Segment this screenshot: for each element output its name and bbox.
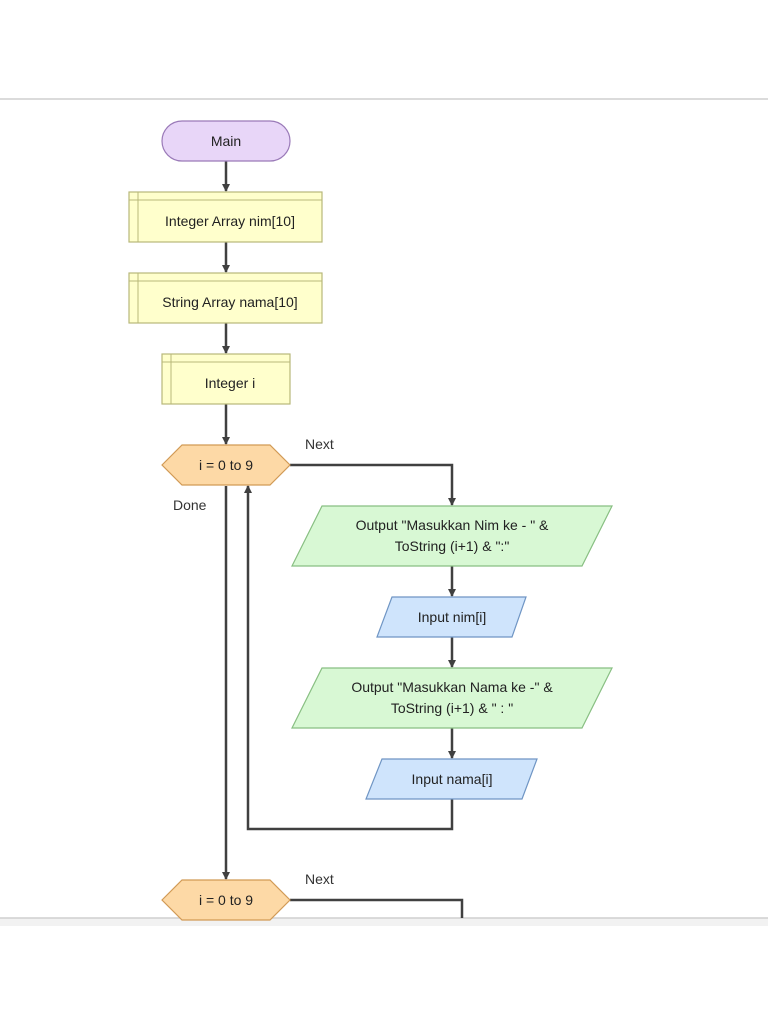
node-declare-nim[interactable]: Integer Array nim[10] (128, 191, 323, 243)
output-nama-shape (291, 667, 613, 729)
node-loop-2[interactable]: i = 0 to 9 (161, 879, 291, 921)
loop-1-label: i = 0 to 9 (199, 457, 253, 473)
loop-1-next-label: Next (305, 436, 334, 452)
output-nim-label-line1: Output "Masukkan Nim ke - " & (356, 517, 549, 533)
output-nim-shape (291, 505, 613, 567)
loop-1-shape (161, 444, 291, 486)
node-declare-i[interactable]: Integer i (161, 353, 291, 405)
connector-loop2-next (290, 898, 464, 918)
connectors (222, 161, 464, 918)
input-nama-shape (365, 758, 538, 800)
node-main[interactable]: Main (161, 120, 291, 162)
main-terminal-shape (161, 120, 291, 162)
loop-2-next-label: Next (305, 871, 334, 887)
loop-2-shape (161, 879, 291, 921)
status-bar (0, 918, 768, 926)
loop-2-label: i = 0 to 9 (199, 892, 253, 908)
node-output-nim[interactable]: Output "Masukkan Nim ke - " & ToString (… (291, 505, 613, 567)
node-output-nama[interactable]: Output "Masukkan Nama ke -" & ToString (… (291, 667, 613, 729)
declare-nama-label: String Array nama[10] (162, 294, 297, 310)
input-nim-shape (376, 596, 527, 638)
node-input-nim[interactable]: Input nim[i] (376, 596, 527, 638)
connector-loop1-next (290, 463, 456, 506)
input-nama-label: Input nama[i] (412, 771, 493, 787)
output-nim-label-line2: ToString (i+1) & ":" (395, 538, 510, 554)
canvas-bottom-blank (0, 926, 768, 1024)
loop-1-done-label: Done (173, 497, 207, 513)
output-nama-label-line2: ToString (i+1) & " : " (391, 700, 513, 716)
node-input-nama[interactable]: Input nama[i] (365, 758, 538, 800)
output-nama-label-line1: Output "Masukkan Nama ke -" & (351, 679, 553, 695)
declare-i-label: Integer i (205, 375, 256, 391)
main-label: Main (211, 133, 241, 149)
connector-loop-back (244, 485, 454, 831)
node-loop-1[interactable]: i = 0 to 9 (161, 444, 291, 486)
input-nim-label: Input nim[i] (418, 609, 486, 625)
node-declare-nama[interactable]: String Array nama[10] (128, 272, 323, 324)
declare-nim-label: Integer Array nim[10] (165, 213, 295, 229)
